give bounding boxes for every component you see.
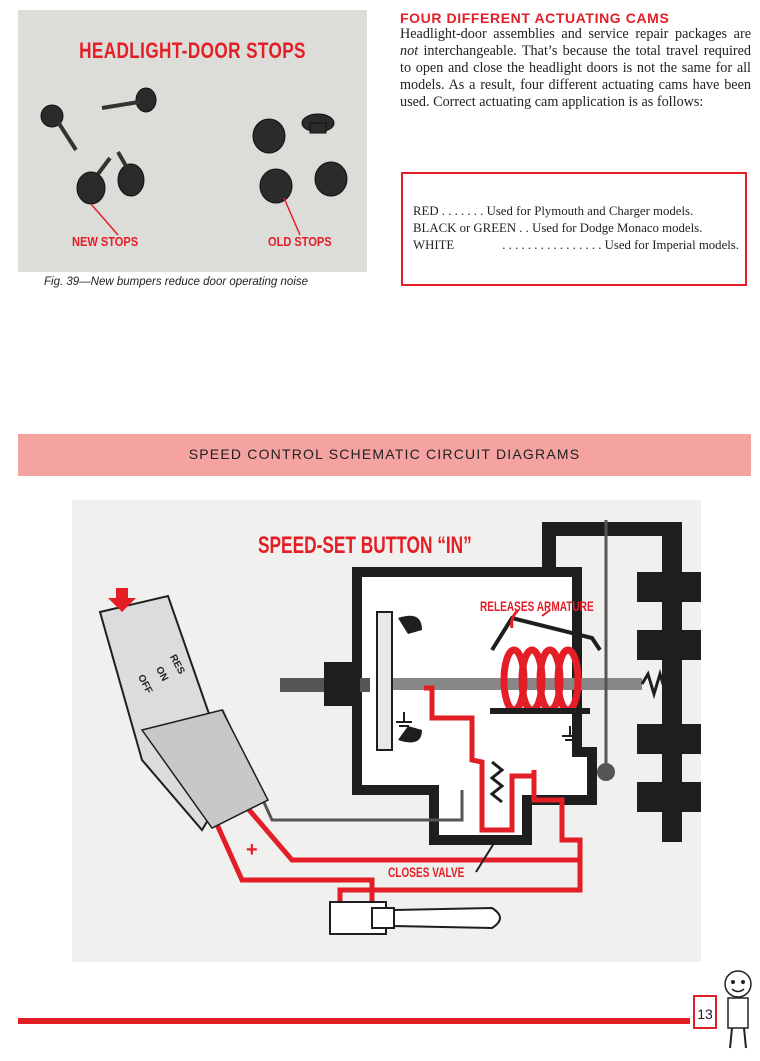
cam-row-red-text: RED . . . . . . . Used for Plymouth and … bbox=[413, 204, 694, 218]
cam-row-white-usage: . . . . . . . . . . . . . . . . Used for… bbox=[502, 238, 739, 252]
article-body: Headlight-door assemblies and service re… bbox=[400, 26, 751, 111]
cam-row-black-green-text: BLACK or GREEN . . Used for Dodge Monaco… bbox=[413, 221, 703, 235]
footer-rule bbox=[18, 1018, 690, 1024]
body-text-end: interchangeable. That’s because the tota… bbox=[400, 43, 751, 110]
body-text-start: Headlight-door assemblies and service re… bbox=[400, 26, 751, 42]
circuit-schematic: + bbox=[98, 520, 701, 935]
closes-valve-label: CLOSES VALVE bbox=[388, 864, 465, 880]
old-stops-label: OLD STOPS bbox=[268, 234, 332, 249]
stops-illustration bbox=[40, 87, 348, 236]
headlight-door-stops-photo: HEADLIGHT-DOOR STOPS NEW STOPS OLD STOPS bbox=[18, 10, 367, 272]
new-stops-label: NEW STOPS bbox=[72, 234, 139, 249]
cam-application-table: RED . . . . . . . Used for Plymouth and … bbox=[401, 172, 747, 286]
section-band: SPEED CONTROL SCHEMATIC CIRCUIT DIAGRAMS bbox=[18, 434, 751, 476]
diagram-title: SPEED-SET BUTTON “IN” bbox=[258, 532, 472, 559]
mascot-figure bbox=[724, 970, 752, 1049]
page-number: 13 bbox=[693, 995, 717, 1029]
cam-row-white-name: WHITE bbox=[413, 238, 455, 252]
photo-title: HEADLIGHT-DOOR STOPS bbox=[79, 38, 306, 63]
section-band-title: SPEED CONTROL SCHEMATIC CIRCUIT DIAGRAMS bbox=[188, 446, 581, 462]
figure-caption: Fig. 39—New bumpers reduce door operatin… bbox=[44, 276, 309, 288]
releases-armature-label: RELEASES ARMATURE bbox=[480, 598, 594, 614]
body-text-emphasis: not bbox=[400, 43, 419, 59]
push-arrow-icon bbox=[108, 588, 136, 612]
plus-sign: + bbox=[246, 839, 258, 861]
article-heading: FOUR DIFFERENT ACTUATING CAMS bbox=[400, 10, 670, 26]
speed-control-diagram: + SPEED-SET BUTTON “IN” RELEASES ARMATUR… bbox=[72, 500, 701, 962]
